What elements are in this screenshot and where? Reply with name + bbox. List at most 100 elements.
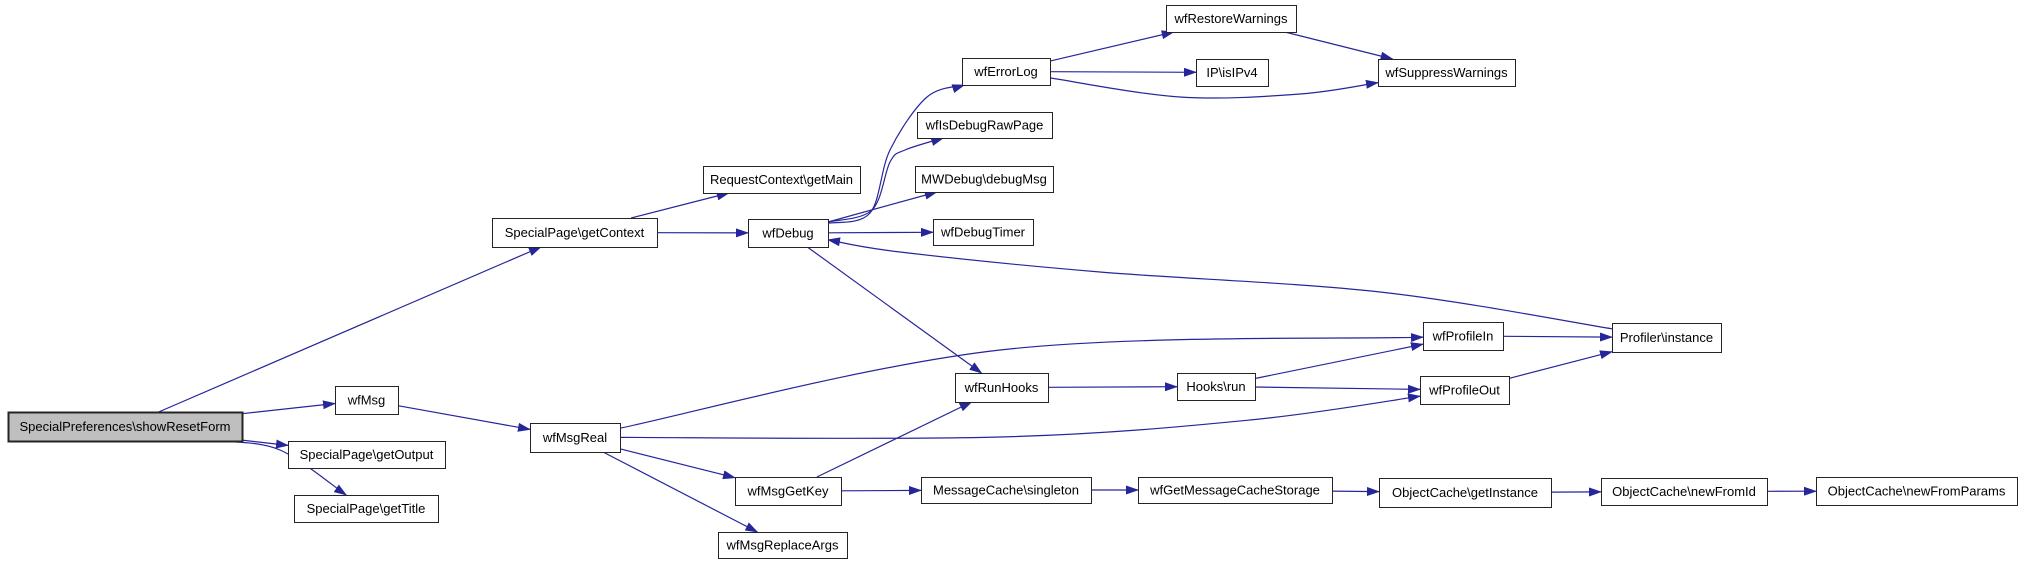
edge-wfRestoreWarnings-to-wfSuppressWarnings <box>1284 31 1394 61</box>
node-wfIsDebugRawPage[interactable]: wfIsDebugRawPage <box>917 112 1053 139</box>
node-label-wfMsgReal: wfMsgReal <box>542 430 607 445</box>
node-box-wfErrorLog[interactable] <box>962 58 1051 86</box>
node-box-getMain[interactable] <box>703 166 861 194</box>
node-wfRestoreWarnings[interactable]: wfRestoreWarnings <box>1166 5 1297 33</box>
node-box-profilerInstance[interactable] <box>1612 323 1722 353</box>
node-label-wfMsg: wfMsg <box>347 393 386 408</box>
edge-wfRunHooks-to-hooksRun <box>1047 382 1178 392</box>
node-label-getTitle: SpecialPage\getTitle <box>307 501 426 516</box>
edge-wfErrorLog-to-wfRestoreWarnings <box>1049 30 1175 62</box>
node-ocGetInstance[interactable]: ObjectCache\getInstance <box>1379 478 1552 508</box>
node-box-wfRunHooks[interactable] <box>955 373 1049 403</box>
node-label-hooksRun: Hooks\run <box>1186 379 1245 394</box>
edge-hooksRun-to-wfProfileIn <box>1254 342 1424 380</box>
node-box-wfMsgReplaceArgs[interactable] <box>718 532 848 559</box>
node-wfDebugTimer[interactable]: wfDebugTimer <box>933 219 1034 246</box>
edge-wfMsgReal-to-wfProfileOut <box>619 393 1421 439</box>
node-label-wfRunHooks: wfRunHooks <box>964 380 1039 395</box>
node-box-wfDebug[interactable] <box>748 219 829 248</box>
node-debugMsg[interactable]: MWDebug\debugMsg <box>915 166 1054 193</box>
edge-wfMsgReal-to-wfMsgReplaceArgs <box>602 451 759 533</box>
edge-wfDebug-to-wfIsDebugRawPage <box>827 137 945 223</box>
node-label-wfMsgGetKey: wfMsgGetKey <box>747 484 829 499</box>
node-label-wfGetMessageCacheStorage: wfGetMessageCacheStorage <box>1149 483 1320 498</box>
node-label-getOutput: SpecialPage\getOutput <box>300 447 434 462</box>
node-box-hooksRun[interactable] <box>1177 373 1256 401</box>
node-getContext[interactable]: SpecialPage\getContext <box>492 218 658 248</box>
node-wfMsgReal[interactable]: wfMsgReal <box>530 423 621 453</box>
edge-wfGetMessageCacheStorage-to-ocGetInstance <box>1331 486 1380 496</box>
node-wfMsg[interactable]: wfMsg <box>335 386 399 415</box>
node-label-wfDebugTimer: wfDebugTimer <box>940 225 1026 240</box>
node-box-msgCacheSingleton[interactable] <box>921 477 1092 504</box>
edge-getContext-to-getMain <box>630 191 730 219</box>
node-wfMsgReplaceArgs[interactable]: wfMsgReplaceArgs <box>718 532 848 559</box>
node-getTitle[interactable]: SpecialPage\getTitle <box>294 495 439 523</box>
node-label-profilerInstance: Profiler\instance <box>1620 330 1713 345</box>
node-showResetForm[interactable]: SpecialPreferences\showResetForm <box>7 411 244 443</box>
node-label-wfRestoreWarnings: wfRestoreWarnings <box>1174 11 1288 26</box>
node-box-showResetForm[interactable] <box>7 411 244 443</box>
node-box-wfDebugTimer[interactable] <box>933 219 1034 246</box>
node-wfProfileIn[interactable]: wfProfileIn <box>1423 322 1504 351</box>
edge-wfProfileIn-to-profilerInstance <box>1502 332 1613 342</box>
node-label-wfSuppressWarnings: wfSuppressWarnings <box>1384 65 1508 80</box>
node-profilerInstance[interactable]: Profiler\instance <box>1612 323 1722 353</box>
edge-hooksRun-to-wfProfileOut <box>1254 384 1421 394</box>
edge-wfMsgGetKey-to-wfRunHooks <box>816 401 973 478</box>
edge-showResetForm-to-getContext <box>158 246 542 413</box>
node-wfErrorLog[interactable]: wfErrorLog <box>962 58 1051 86</box>
edge-wfDebug-to-wfDebugTimer <box>827 227 934 237</box>
edge-wfErrorLog-to-isIPv4 <box>1049 67 1197 77</box>
node-label-ocNewFromParams: ObjectCache\newFromParams <box>1828 484 2006 499</box>
node-box-isIPv4[interactable] <box>1196 59 1269 87</box>
edge-wfMsgReal-to-wfProfileIn <box>619 333 1424 429</box>
node-getOutput[interactable]: SpecialPage\getOutput <box>288 441 446 469</box>
edge-showResetForm-to-wfMsg <box>241 400 336 415</box>
node-hooksRun[interactable]: Hooks\run <box>1177 373 1256 401</box>
node-box-getTitle[interactable] <box>294 495 439 523</box>
node-box-ocNewFromId[interactable] <box>1601 478 1768 506</box>
node-box-wfMsg[interactable] <box>335 386 399 415</box>
node-label-msgCacheSingleton: MessageCache\singleton <box>933 483 1079 498</box>
node-box-ocGetInstance[interactable] <box>1379 478 1552 508</box>
node-wfGetMessageCacheStorage[interactable]: wfGetMessageCacheStorage <box>1138 477 1333 504</box>
node-label-wfMsgReplaceArgs: wfMsgReplaceArgs <box>726 538 839 553</box>
node-box-ocNewFromParams[interactable] <box>1816 477 2018 506</box>
edge-profilerInstance-to-wfDebug <box>827 237 1613 330</box>
edge-wfDebug-to-wfErrorLog <box>827 84 966 224</box>
node-label-isIPv4: IP\isIPv4 <box>1206 65 1257 80</box>
node-getMain[interactable]: RequestContext\getMain <box>703 166 861 194</box>
node-msgCacheSingleton[interactable]: MessageCache\singleton <box>921 477 1092 504</box>
edge-wfDebug-to-wfRunHooks <box>806 246 983 374</box>
node-box-wfMsgReal[interactable] <box>530 423 621 453</box>
nodes: SpecialPreferences\showResetFormwfMsgSpe… <box>7 5 2018 559</box>
node-ocNewFromId[interactable]: ObjectCache\newFromId <box>1601 478 1768 506</box>
node-isIPv4[interactable]: IP\isIPv4 <box>1196 59 1269 87</box>
node-label-getContext: SpecialPage\getContext <box>505 225 645 240</box>
edges <box>158 30 1817 533</box>
node-wfProfileOut[interactable]: wfProfileOut <box>1420 376 1510 405</box>
node-box-getContext[interactable] <box>492 218 658 248</box>
node-wfMsgGetKey[interactable]: wfMsgGetKey <box>735 477 842 506</box>
node-wfSuppressWarnings[interactable]: wfSuppressWarnings <box>1378 59 1516 87</box>
node-box-wfIsDebugRawPage[interactable] <box>917 112 1053 139</box>
node-box-wfMsgGetKey[interactable] <box>735 477 842 506</box>
node-box-wfGetMessageCacheStorage[interactable] <box>1138 477 1333 504</box>
node-box-wfSuppressWarnings[interactable] <box>1378 59 1516 87</box>
node-box-debugMsg[interactable] <box>915 166 1054 193</box>
node-box-wfRestoreWarnings[interactable] <box>1166 5 1297 33</box>
node-box-getOutput[interactable] <box>288 441 446 469</box>
node-label-getMain: RequestContext\getMain <box>710 172 853 187</box>
node-label-ocNewFromId: ObjectCache\newFromId <box>1612 484 1756 499</box>
node-label-wfDebug: wfDebug <box>761 226 813 241</box>
node-box-wfProfileIn[interactable] <box>1423 322 1504 351</box>
node-wfDebug[interactable]: wfDebug <box>748 219 829 248</box>
node-box-wfProfileOut[interactable] <box>1420 376 1510 405</box>
node-label-showResetForm: SpecialPreferences\showResetForm <box>20 419 231 434</box>
node-wfRunHooks[interactable]: wfRunHooks <box>955 373 1049 403</box>
edge-wfDebug-to-debugMsg <box>827 190 938 223</box>
node-label-wfIsDebugRawPage: wfIsDebugRawPage <box>925 118 1044 133</box>
node-ocNewFromParams[interactable]: ObjectCache\newFromParams <box>1816 477 2018 506</box>
